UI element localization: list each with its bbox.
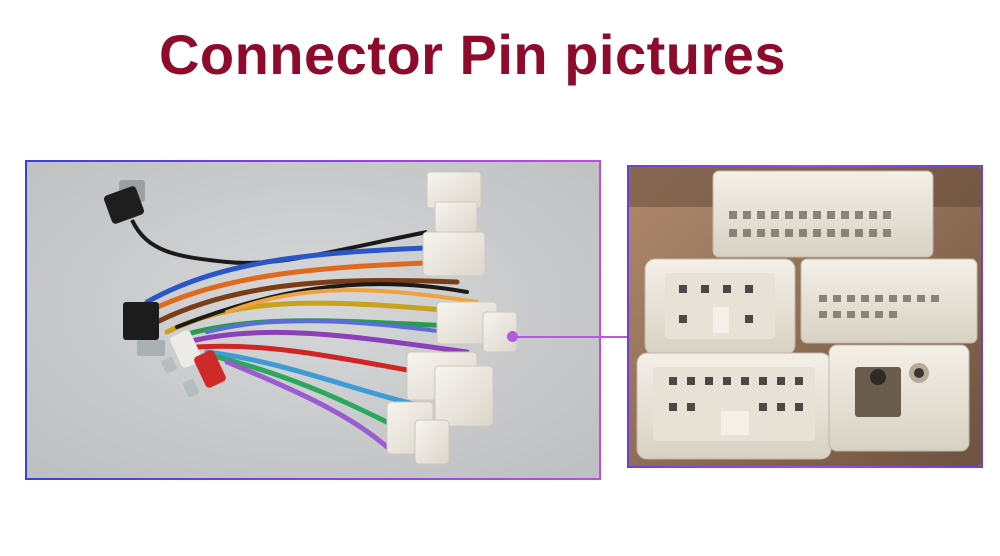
page-title: Connector Pin pictures xyxy=(158,23,787,86)
connector-bottom-left xyxy=(636,352,832,460)
connector-left-middle xyxy=(644,258,796,356)
wiring-harness-image xyxy=(27,162,599,478)
harness-photo-panel xyxy=(25,160,601,480)
connector-bottom-right xyxy=(828,344,970,452)
cable-bundle xyxy=(144,244,489,450)
harness-plugs xyxy=(386,171,518,465)
connector-top xyxy=(712,170,934,258)
connector-pins-image xyxy=(629,167,981,466)
connector-closeup-panel xyxy=(627,165,983,468)
pointer-line xyxy=(513,336,629,338)
connector-right-middle xyxy=(800,258,978,344)
rca-connectors xyxy=(123,302,226,398)
pointer-dot xyxy=(507,331,518,342)
antenna-adapter xyxy=(104,180,428,265)
